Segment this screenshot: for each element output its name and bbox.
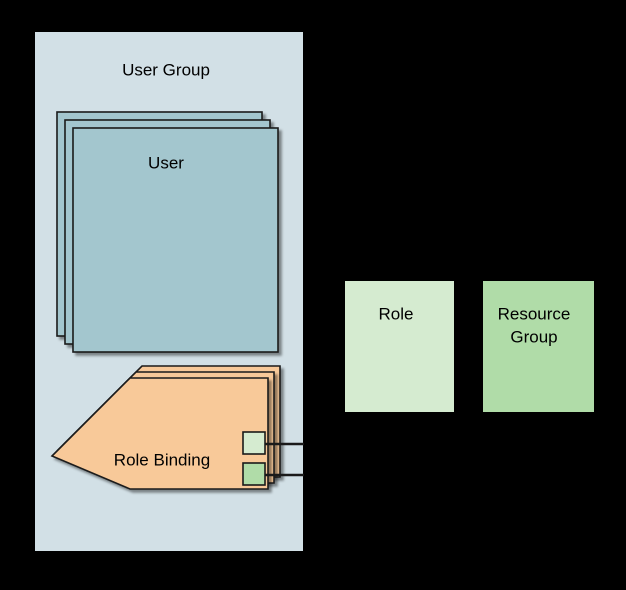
role-binding-stack: Role Binding <box>50 365 281 490</box>
role-box[interactable] <box>345 281 454 412</box>
resource-group-box-label-line1: Resource <box>498 304 571 323</box>
user-card-stack: User <box>56 111 279 353</box>
resource-group-box[interactable] <box>483 281 594 412</box>
user-group-label: User Group <box>122 60 210 79</box>
user-label: User <box>148 153 184 172</box>
role-binding-arrow-front[interactable] <box>50 377 269 490</box>
resource-group-port-icon[interactable] <box>242 462 266 486</box>
role-box-label: Role <box>379 304 414 323</box>
resource-group-box-label-line2: Group <box>510 327 557 346</box>
user-card-front[interactable] <box>72 127 279 353</box>
role-port-icon[interactable] <box>242 431 266 455</box>
role-binding-label: Role Binding <box>114 450 210 469</box>
